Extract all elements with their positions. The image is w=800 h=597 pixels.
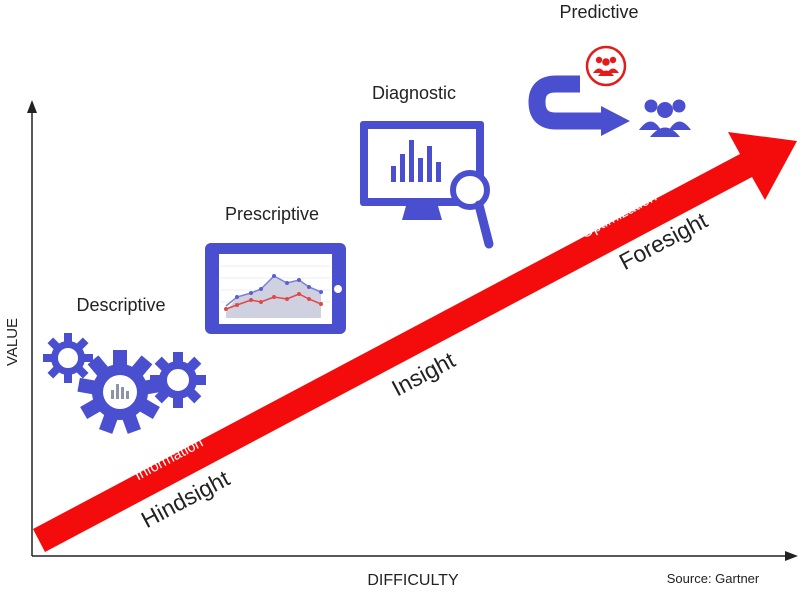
y-axis-arrowhead	[27, 100, 37, 113]
axes: VALUE DIFFICULTY	[4, 100, 798, 589]
monitor-bar-chart	[391, 140, 441, 182]
stage-label-descriptive: Descriptive	[76, 295, 165, 315]
source-note: Source: Gartner	[667, 571, 760, 586]
tablet-chart-icon	[205, 243, 346, 334]
large-gear-icon	[77, 350, 163, 434]
small-gear-right-icon	[150, 352, 206, 408]
stage-label-diagnostic: Diagnostic	[372, 83, 456, 103]
gears-icon	[43, 333, 206, 434]
tablet-home-button-icon	[334, 285, 342, 293]
monitor-stand	[402, 206, 442, 220]
monitor-magnifier-icon	[360, 121, 494, 249]
x-axis-arrowhead	[785, 551, 798, 561]
blue-people-group-icon	[639, 99, 691, 137]
group-redirect-icon	[528, 45, 691, 137]
small-gear-left-icon	[43, 333, 93, 383]
value-arrow	[33, 132, 797, 552]
curved-redirect-arrow	[528, 75, 603, 130]
magnifier-icon	[450, 170, 494, 249]
redirect-arrowhead	[601, 106, 630, 136]
red-group-badge-icon	[585, 45, 627, 87]
y-axis-label: VALUE	[4, 318, 21, 366]
stage-label-predictive: Predictive	[559, 2, 638, 22]
x-axis-label: DIFFICULTY	[367, 572, 459, 589]
stage-label-prescriptive: Prescriptive	[225, 204, 319, 224]
